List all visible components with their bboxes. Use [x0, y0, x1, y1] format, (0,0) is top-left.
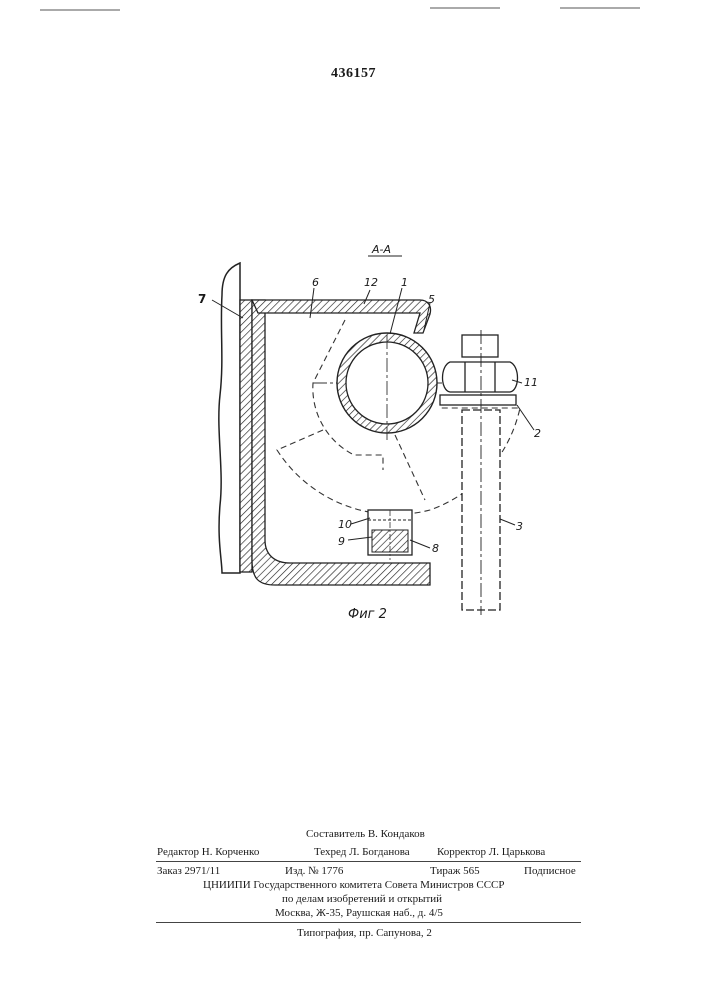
editor-line: Редактор Н. Корченко: [157, 846, 259, 858]
org-line-1: ЦНИИПИ Государственного комитета Совета …: [203, 879, 505, 891]
subscription-line: Подписное: [524, 865, 576, 877]
address-line: Москва, Ж-35, Раушская наб., д. 4/5: [275, 907, 443, 919]
order-line: Заказ 2971/11: [157, 865, 220, 877]
divider-rule-2: [156, 922, 581, 923]
edition-line: Изд. № 1776: [285, 865, 343, 877]
compiler-line: Составитель В. Кондаков: [306, 828, 425, 840]
techeditor-line: Техред Л. Богданова: [314, 846, 410, 858]
corrector-line: Корректор Л. Царькова: [437, 846, 545, 858]
divider-rule: [156, 861, 581, 862]
printer-line: Типография, пр. Сапунова, 2: [297, 927, 432, 939]
org-line-2: по делам изобретений и открытий: [282, 893, 442, 905]
circulation-line: Тираж 565: [430, 865, 480, 877]
